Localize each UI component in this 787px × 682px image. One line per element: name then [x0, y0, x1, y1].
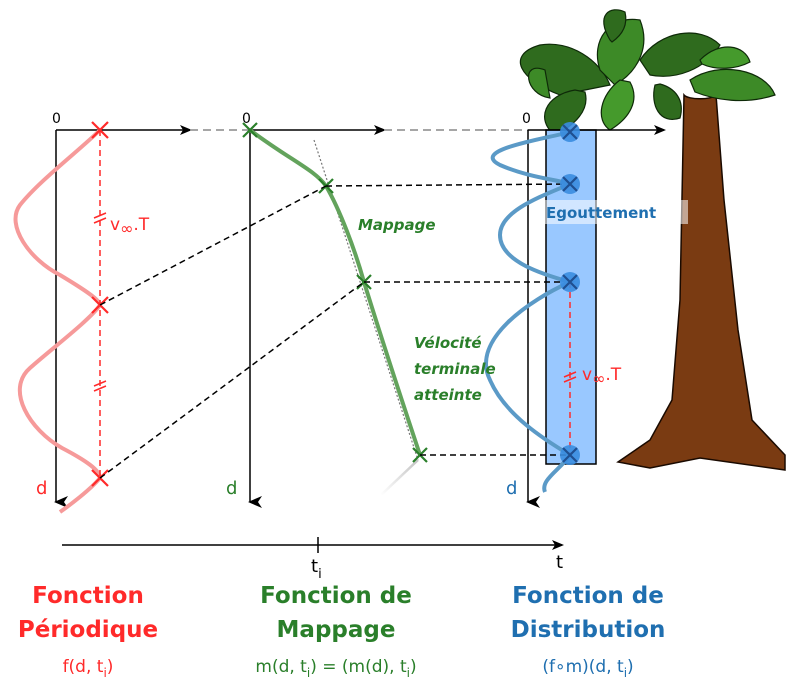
title-distribution-2: Distribution [511, 617, 666, 643]
velocite-line-2: terminale [414, 360, 496, 378]
title-mappage-2: Mappage [277, 617, 396, 643]
connector-lines [99, 183, 571, 479]
d-label-distribution: d [506, 478, 517, 499]
t-axis-label: t [556, 552, 563, 573]
mapping-curve [248, 128, 422, 456]
periodic-curve [13, 128, 103, 514]
distribution-markers [562, 124, 578, 463]
ti-label: ti [311, 556, 322, 582]
d-label-periodic: d [36, 478, 47, 499]
mapping-dotted-line [313, 139, 419, 461]
period-label-2: v∞.T [582, 365, 622, 388]
column-titles: Fonction Périodique Fonction de Mappage … [18, 583, 666, 643]
title-mappage-1: Fonction de [260, 583, 412, 609]
tree-foliage [519, 9, 776, 136]
mappage-label: Mappage [358, 216, 436, 234]
distribution-equal-ticks [563, 371, 577, 383]
formula-periodique: f(d, ti) [63, 657, 114, 680]
axis-labels: 0 0 0 d d d t ti [36, 111, 563, 582]
d-axes [54, 130, 540, 508]
title-periodique-2: Périodique [18, 617, 158, 643]
period-label: v∞.T [110, 215, 150, 238]
egouttement-label: Egouttement [546, 204, 656, 222]
egouttement-bg [542, 200, 688, 224]
periodic-equal-ticks [93, 212, 107, 392]
zero-label-1: 0 [52, 111, 61, 127]
title-distribution-1: Fonction de [512, 583, 664, 609]
formula-distribution: (f∘m)(d, ti) [542, 657, 633, 680]
title-periodique-1: Fonction [32, 583, 144, 609]
zero-label-3: 0 [522, 111, 531, 127]
formulas: f(d, ti) m(d, ti) = (m(d), ti) (f∘m)(d, … [63, 657, 634, 680]
tree-trunk [616, 92, 786, 471]
velocite-line-1: Vélocité [414, 334, 482, 352]
d-label-mapping: d [226, 478, 237, 499]
mapping-markers [242, 122, 428, 463]
formula-mappage: m(d, ti) = (m(d), ti) [255, 657, 416, 680]
distribution-curve [484, 130, 576, 493]
tree-illustration [519, 9, 786, 471]
velocite-line-3: atteinte [414, 386, 482, 404]
time-axis [62, 537, 564, 553]
zero-label-2: 0 [242, 111, 251, 127]
mapping-fade-extension [343, 459, 419, 531]
annotations: v∞.T v∞.T Mappage Egouttement Vélocité t… [110, 204, 656, 404]
